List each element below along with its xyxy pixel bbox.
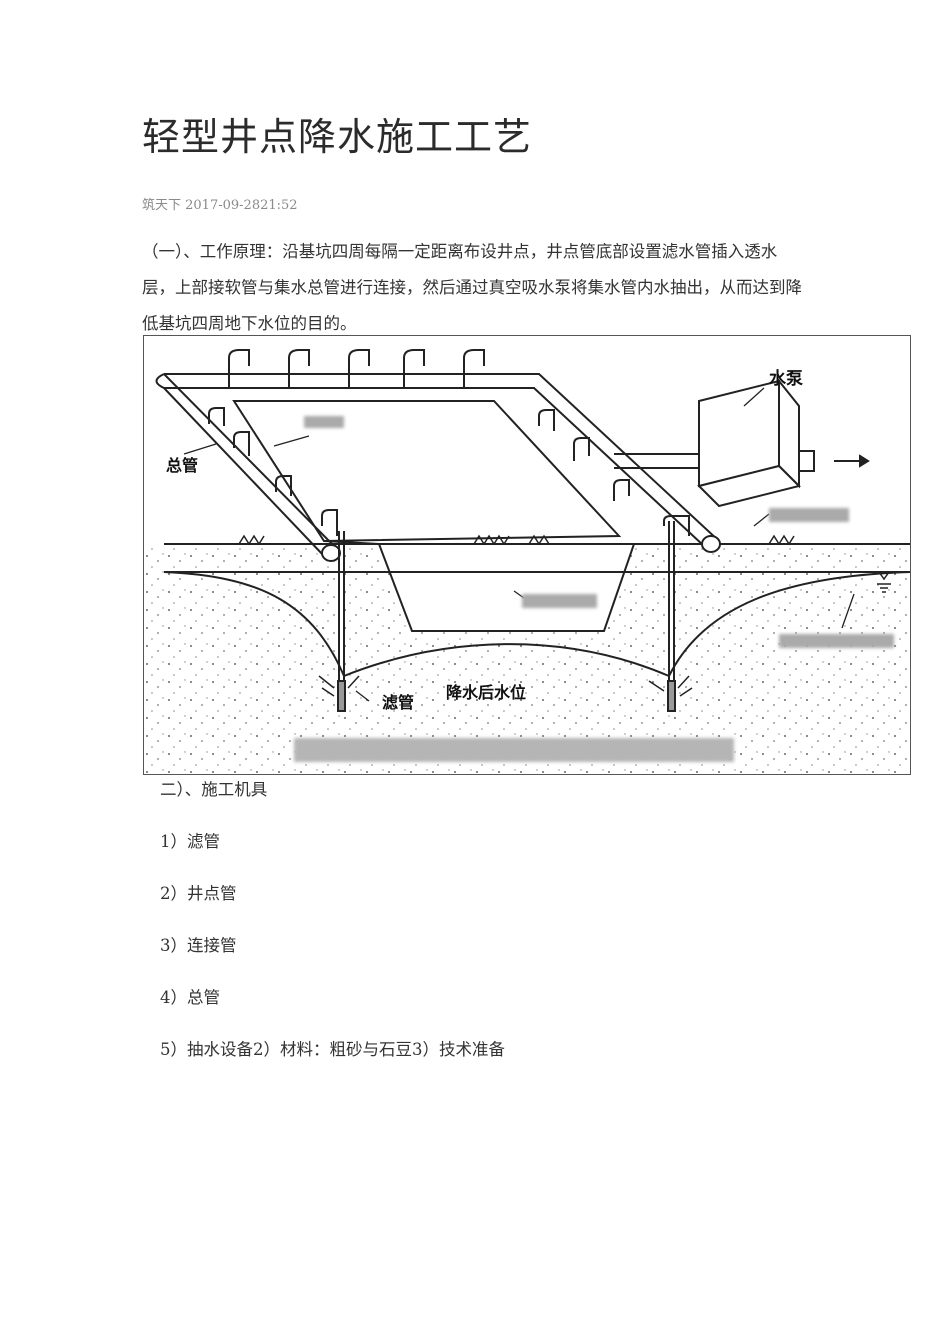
pump (697, 378, 801, 508)
list-heading: 二）、施工机具 (160, 780, 268, 799)
page-title: 轻型井点降水施工工艺 (142, 115, 533, 159)
leader-lines (183, 387, 855, 702)
author-date: 筑天下 2017-09-2821:52 (142, 198, 298, 213)
intro-paragraph: （一）、工作原理：沿基坑四周每隔一定距离布设井点，井点管底部设置滤水管插入透水层… (142, 242, 802, 333)
well-points-right (538, 409, 690, 536)
water-level-symbol (877, 571, 891, 593)
well-points-left (208, 407, 338, 536)
well-points-top (228, 349, 485, 388)
well-pipe-left (337, 531, 346, 712)
label-main-pipe: 总管 (166, 456, 198, 475)
flow-arrows (318, 675, 693, 697)
list-item: 5）抽水设备2）材料：粗砂与石豆3）技术准备 (160, 1040, 505, 1059)
list-item: 4）总管 (160, 988, 220, 1007)
wellpoint-diagram: 总管 水泵 滤管 降水后水位 (143, 335, 911, 775)
label-lowered-water: 降水后水位 (446, 683, 526, 702)
label-pump: 水泵 (769, 368, 803, 389)
list-item: 1）滤管 (160, 832, 220, 851)
blurred-captions (294, 416, 894, 762)
soil-layer (144, 543, 910, 774)
list-item: 2）井点管 (160, 884, 237, 903)
well-pipe-right (667, 521, 676, 712)
drawdown-curve (163, 571, 910, 677)
pit-rim (232, 400, 622, 545)
list-item: 3）连接管 (160, 936, 237, 955)
label-filter: 滤管 (382, 693, 414, 712)
ground-marks (238, 534, 795, 546)
